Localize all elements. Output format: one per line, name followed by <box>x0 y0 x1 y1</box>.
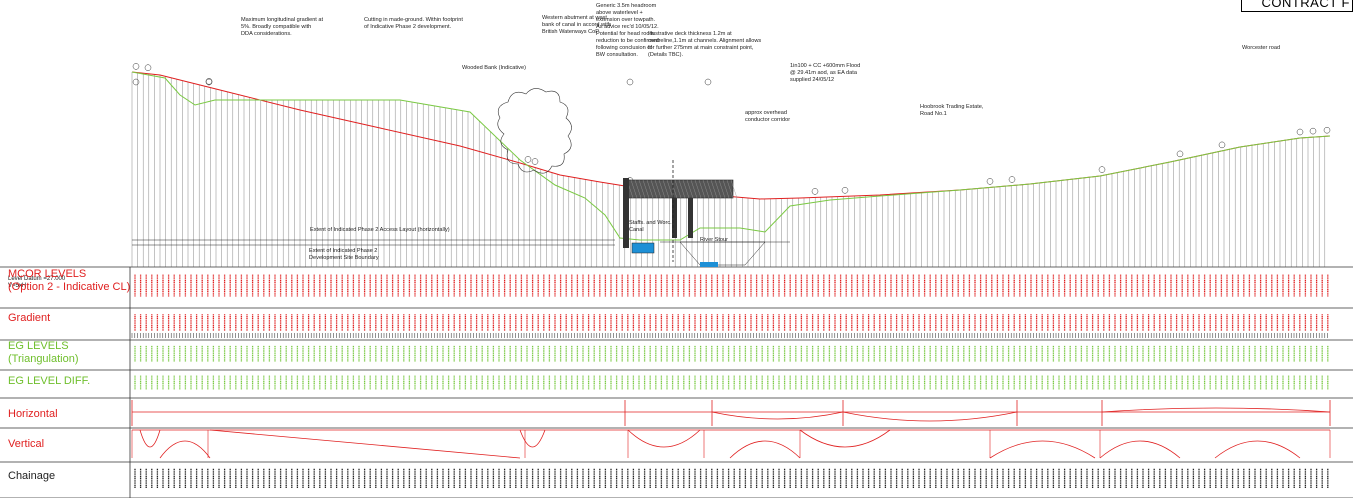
horizontal-curve <box>842 411 1018 422</box>
row-label-chainage: Chainage <box>8 470 56 482</box>
chainage-marker <box>1218 141 1226 149</box>
deck-hatch <box>702 179 710 199</box>
chainage-marker <box>626 78 634 86</box>
vertical-curve-sag <box>627 429 701 448</box>
ordinate-lines <box>131 72 1325 267</box>
row-label-eg-diff: EG LEVEL DIFF. <box>8 375 91 387</box>
chainage-marker <box>524 156 532 163</box>
deck-hatch <box>630 179 638 199</box>
canal-water <box>631 242 655 254</box>
wooded-bank-cloud <box>497 88 572 174</box>
row-label-gradient: Gradient <box>8 312 51 324</box>
annotation-worcester: Worcester road <box>1242 45 1281 51</box>
chainage-marker <box>531 158 539 165</box>
deck-hatch <box>642 179 650 199</box>
chainage-marker <box>841 187 849 194</box>
annotation-extent-site: Extent of Indicated Phase 2 Development … <box>309 248 379 261</box>
annotation-wooded-bank: Wooded Bank (Indicative) <box>462 65 526 71</box>
annotation-deck: Illustrative deck thickness 1.2m at cent… <box>648 31 762 58</box>
deck-hatch <box>658 179 666 199</box>
deck-hatch <box>710 179 718 199</box>
deck-hatch <box>694 179 702 199</box>
chainage-marker <box>1008 176 1016 183</box>
profile-features <box>132 63 1331 267</box>
chainage-marker <box>1176 150 1184 158</box>
river-water <box>700 262 718 267</box>
vertical-curve-crest <box>1099 440 1181 459</box>
chainage-marker <box>1296 128 1304 136</box>
vertical-curve-crest <box>989 440 1096 459</box>
deck-hatch <box>698 179 706 199</box>
deck-hatch <box>682 179 690 199</box>
annotation-canal: Staffs. and Worc. Canal <box>629 220 672 233</box>
chainage-marker <box>704 78 712 86</box>
alignment-curves <box>131 400 1331 459</box>
level-datum-label: Level Datum =27.000 V=5xH <box>8 276 66 289</box>
deck-hatch <box>646 179 654 199</box>
vertical-grade-line <box>209 429 521 459</box>
deck-hatch <box>726 179 734 199</box>
vertical-curve-sag <box>799 429 891 448</box>
annotation-flood: 1in100 + CC +600mm Flood @ 29.41m aod, a… <box>790 63 861 83</box>
deck-hatch <box>706 179 714 199</box>
annotation-hoobrook: Hoobrook Trading Estate, Road No.1 <box>920 104 984 117</box>
deck-hatch <box>654 179 662 199</box>
bridge-pier <box>688 198 693 238</box>
chainage-marker <box>144 64 152 71</box>
row-label-eg: EG LEVELS (Triangulation) <box>8 340 79 365</box>
bridge-pier <box>672 198 677 238</box>
annotation-overhead: approx overhead conductor corridor <box>745 110 791 123</box>
annotation-extent-access: Extent of Indicated Phase 2 Access Layou… <box>310 227 450 233</box>
deck-hatch <box>722 179 730 199</box>
deck-hatch <box>662 179 670 199</box>
chainage-marker <box>1309 127 1317 135</box>
annotation-headroom: Generic 3.5m headroom above waterlevel +… <box>596 3 660 58</box>
vertical-curve-sag <box>139 429 161 448</box>
chainage-marker <box>205 78 213 86</box>
deck-hatch <box>730 179 738 199</box>
data-table-values <box>131 274 1329 488</box>
row-label-vertical: Vertical <box>8 438 45 450</box>
west-abutment <box>623 178 629 248</box>
data-table-grid <box>0 266 1353 498</box>
annotation-western-abutment: Western abutment at west bank of canal i… <box>542 15 612 35</box>
chainage-marker <box>986 178 994 185</box>
horizontal-curve <box>1101 407 1331 413</box>
profile-lines <box>131 71 1331 241</box>
deck-hatch <box>718 179 726 199</box>
annotation-cutting: Cutting in made-ground. Within footprint… <box>364 17 463 30</box>
vertical-curve-crest <box>729 440 801 459</box>
chainage-marker <box>1098 166 1106 173</box>
deck-hatch <box>634 179 642 199</box>
deck-hatch <box>666 179 674 199</box>
vertical-curve-crest <box>1214 440 1301 459</box>
chainage-marker <box>1323 126 1331 134</box>
chainage-marker <box>132 78 140 86</box>
chainage-marker <box>132 63 140 70</box>
row-label-mcor: MCOR LEVELS (Option 2 - Indicative CL) <box>8 268 131 293</box>
deck-hatch <box>638 179 646 199</box>
bridge-deck <box>624 179 734 199</box>
vertical-curve-crest <box>159 440 211 459</box>
chainage-marker <box>811 188 819 195</box>
title-block: CONTRACT F <box>1241 0 1353 12</box>
deck-hatch <box>678 179 686 199</box>
deck-hatch <box>674 179 682 199</box>
horizontal-curve <box>711 411 844 420</box>
deck-hatch <box>650 179 658 199</box>
row-label-horizontal: Horizontal <box>8 408 58 420</box>
ground-profile-line <box>131 71 1331 241</box>
deck-hatch <box>690 179 698 199</box>
annotation-max-gradient: Maximum longitudinal gradient at 5%. Bro… <box>241 17 324 37</box>
deck-hatch <box>714 179 722 199</box>
deck-hatch <box>686 179 694 199</box>
river-channel <box>679 241 766 266</box>
deck-hatch <box>670 179 678 199</box>
annotation-river: River Stour <box>700 237 728 243</box>
vertical-curve-sag <box>519 429 546 448</box>
